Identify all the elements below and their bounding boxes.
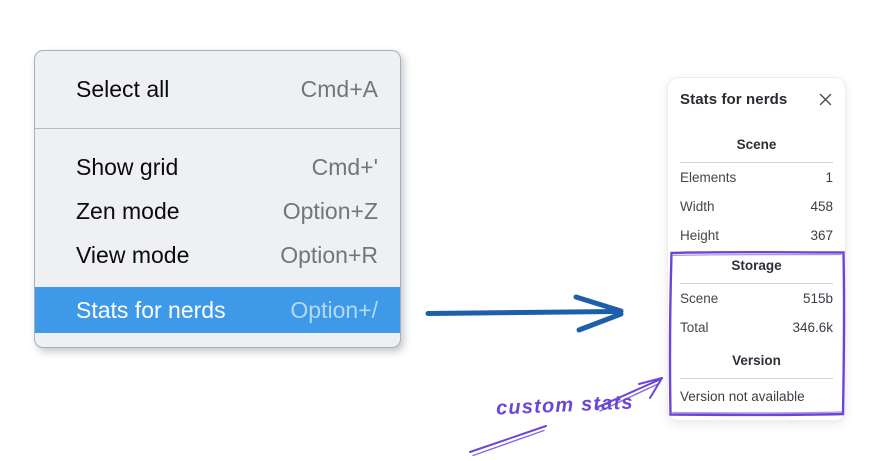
section-storage-header: Storage xyxy=(731,258,782,273)
section-scene-header: Scene xyxy=(736,137,777,152)
stats-panel-title: Stats for nerds xyxy=(680,91,788,108)
stat-value: 458 xyxy=(810,199,833,214)
menu-item-label: Zen mode xyxy=(76,197,180,224)
menu-item-shortcut: Option+Z xyxy=(282,197,378,224)
section-rule xyxy=(680,378,833,379)
stat-row-elements: Elements 1 xyxy=(680,163,833,192)
stat-value: 367 xyxy=(810,228,833,243)
annotation-label: custom stats xyxy=(495,391,635,420)
menu-item-view-mode[interactable]: View mode Option+R xyxy=(35,233,400,277)
menu-item-shortcut: Option+R xyxy=(280,241,378,268)
menu-item-label: View mode xyxy=(76,241,190,268)
pointer-arrow xyxy=(425,294,624,333)
stat-label: Width xyxy=(680,199,715,214)
stat-row-height: Height 367 xyxy=(680,221,833,250)
section-scene: Scene Elements 1 Width 458 Height 367 xyxy=(680,135,833,250)
menu-item-stats-for-nerds[interactable]: Stats for nerds Option+/ xyxy=(35,287,400,333)
close-icon[interactable] xyxy=(817,92,833,108)
menu-item-label: Select all xyxy=(76,75,170,102)
menu-item-shortcut: Cmd+A xyxy=(300,75,378,102)
menu-item-label: Stats for nerds xyxy=(76,296,226,323)
stat-label: Scene xyxy=(680,291,719,306)
menu-item-zen-mode[interactable]: Zen mode Option+Z xyxy=(35,189,400,233)
menu-item-shortcut: Cmd+' xyxy=(311,153,378,180)
stat-value: 346.6k xyxy=(792,320,833,335)
menu-item-label: Show grid xyxy=(76,153,179,180)
menu-divider xyxy=(35,128,400,129)
menu-item-show-grid[interactable]: Show grid Cmd+' xyxy=(35,145,400,189)
menu-item-select-all[interactable]: Select all Cmd+A xyxy=(35,67,400,111)
menu-item-shortcut: Option+/ xyxy=(290,296,378,323)
section-rule xyxy=(680,162,833,163)
menu-group-top: Select all Cmd+A xyxy=(35,51,400,128)
stats-panel: Stats for nerds Scene Elements 1 Width 4… xyxy=(668,78,845,420)
stat-row-total-storage: Total 346.6k xyxy=(680,313,833,342)
stat-label: Elements xyxy=(680,170,737,185)
section-version-header: Version xyxy=(732,353,781,368)
section-version: Version Version not available xyxy=(680,351,833,407)
menu-group-bottom: Show grid Cmd+' Zen mode Option+Z View m… xyxy=(35,129,400,333)
stat-value: 1 xyxy=(825,170,833,185)
stat-value: 515b xyxy=(802,291,833,306)
version-note: Version not available xyxy=(680,389,805,404)
stat-row-width: Width 458 xyxy=(680,192,833,221)
stat-row-scene-storage: Scene 515b xyxy=(680,284,833,313)
section-storage: Storage Scene 515b Total 346.6k xyxy=(680,256,833,342)
context-menu: Select all Cmd+A Show grid Cmd+' Zen mod… xyxy=(34,50,401,348)
stat-label: Height xyxy=(680,228,720,243)
stat-label: Total xyxy=(680,320,709,335)
stats-panel-header: Stats for nerds xyxy=(680,91,833,108)
